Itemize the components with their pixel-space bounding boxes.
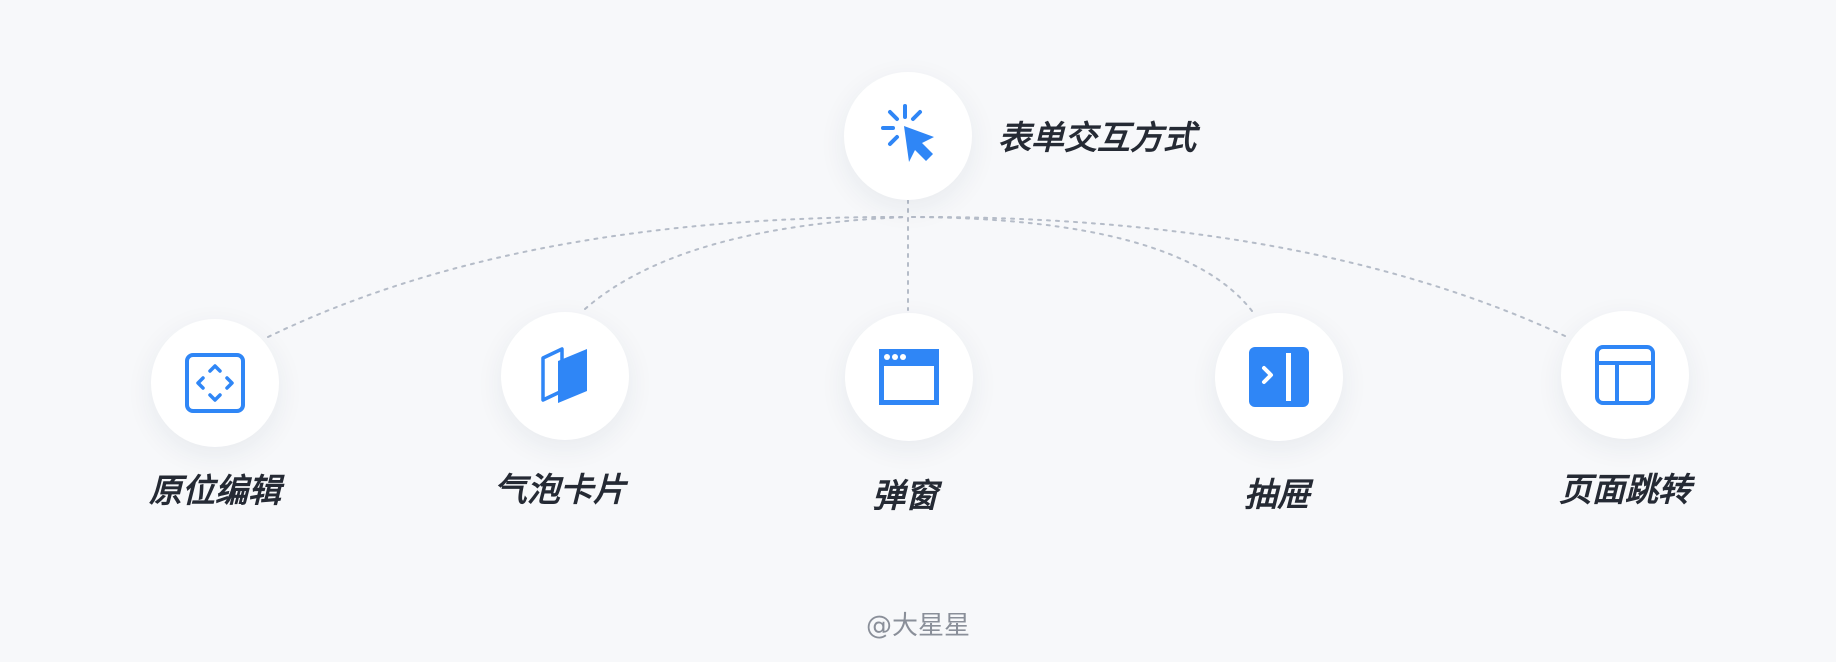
connector-bubble-card: [584, 216, 909, 310]
page-layout-icon: [1595, 345, 1655, 405]
node-bubble-card: [501, 312, 629, 440]
drawer-panel-icon: [1249, 347, 1309, 407]
modal-window-icon: [879, 349, 939, 405]
connector-drawer: [907, 216, 1253, 312]
node-label-inline-edit: 原位编辑: [149, 471, 281, 510]
node-drawer: [1215, 313, 1343, 441]
bubble-card-icon: [541, 347, 587, 403]
connector-inline-edit: [267, 215, 909, 338]
root-node: [844, 72, 972, 200]
node-modal: [845, 313, 973, 441]
node-label-drawer: 抽屉: [1244, 475, 1310, 514]
node-label-page-jump: 页面跳转: [1559, 470, 1691, 509]
node-inline-edit: [151, 319, 279, 447]
inline-edit-frame-icon: [185, 353, 245, 413]
watermark-text: @大星星: [865, 611, 970, 641]
root-label: 表单交互方式: [998, 118, 1196, 157]
cursor-click-icon: [881, 104, 934, 162]
node-page-jump: [1561, 311, 1689, 439]
node-label-modal: 弹窗: [872, 476, 938, 515]
node-label-bubble-card: 气泡卡片: [494, 470, 626, 509]
connector-page-jump: [907, 215, 1566, 337]
